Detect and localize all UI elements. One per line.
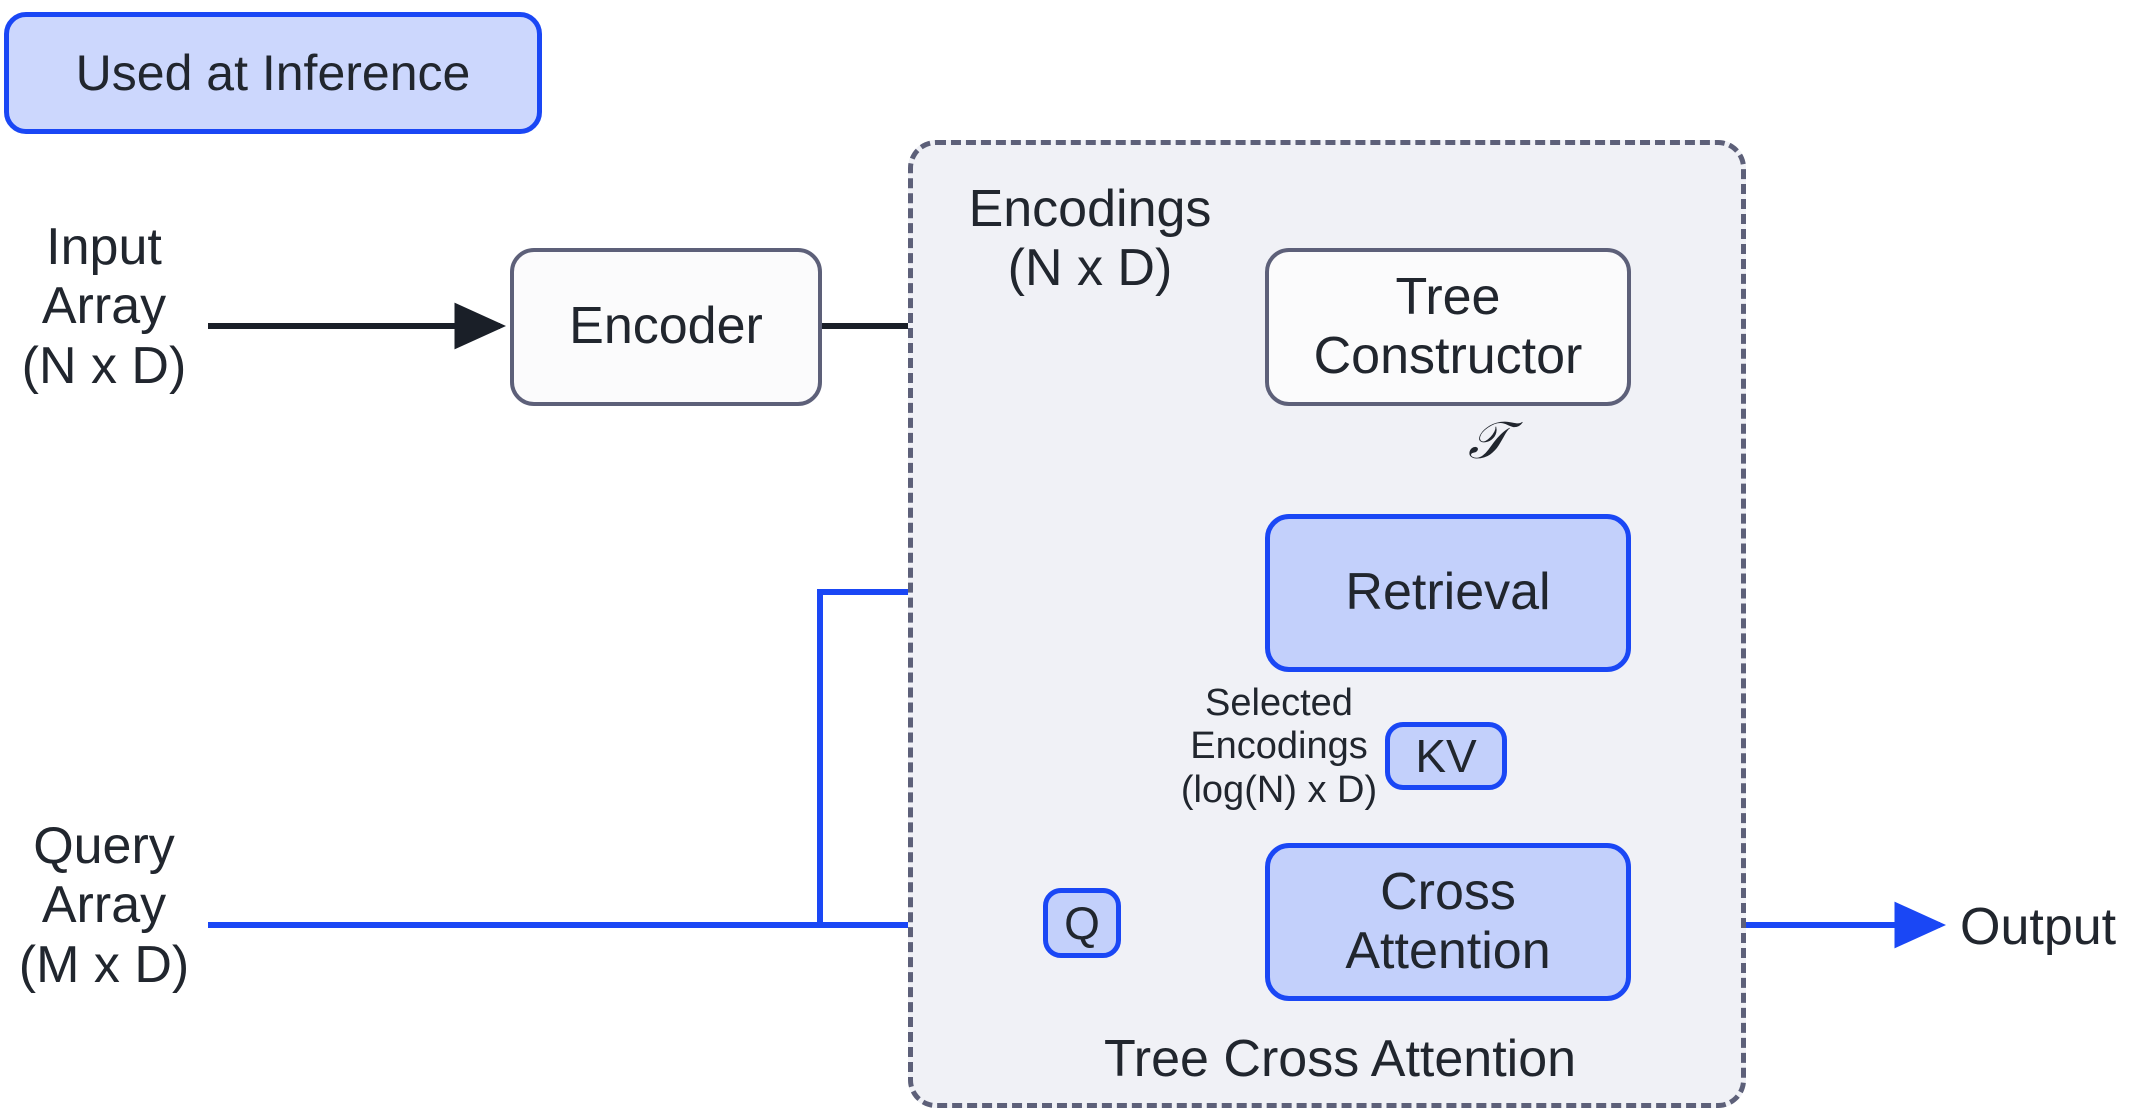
retrieval-label: Retrieval [1345,563,1551,622]
encodings-edge-label: Encodings (N x D) [968,180,1212,298]
kv-node[interactable]: KV [1385,722,1507,790]
query-array-label: Query Array (M x D) [18,817,190,994]
kv-label: KV [1415,729,1477,782]
region-caption: Tree Cross Attention [1103,1030,1577,1088]
selected-encodings-edge-label: Selected Encodings (log(N) x D) [1180,682,1378,811]
encoder-label: Encoder [569,297,763,356]
encoder-node[interactable]: Encoder [510,248,822,406]
q-node[interactable]: Q [1043,888,1121,958]
output-label: Output [1960,898,2117,956]
tree-constructor-label: Tree Constructor [1313,267,1583,385]
q-label: Q [1064,896,1100,949]
retrieval-node[interactable]: Retrieval [1265,514,1631,672]
cross-attention-node[interactable]: Cross Attention [1265,843,1631,1001]
legend-badge-label: Used at Inference [75,44,471,101]
tree-symbol-edge-label: 𝒯 [1468,411,1508,471]
cross-attention-label: Cross Attention [1345,862,1551,980]
input-array-label: Input Array (N x D) [21,218,187,395]
legend-badge-used-at-inference: Used at Inference [4,12,542,134]
tree-constructor-node[interactable]: Tree Constructor [1265,248,1631,406]
